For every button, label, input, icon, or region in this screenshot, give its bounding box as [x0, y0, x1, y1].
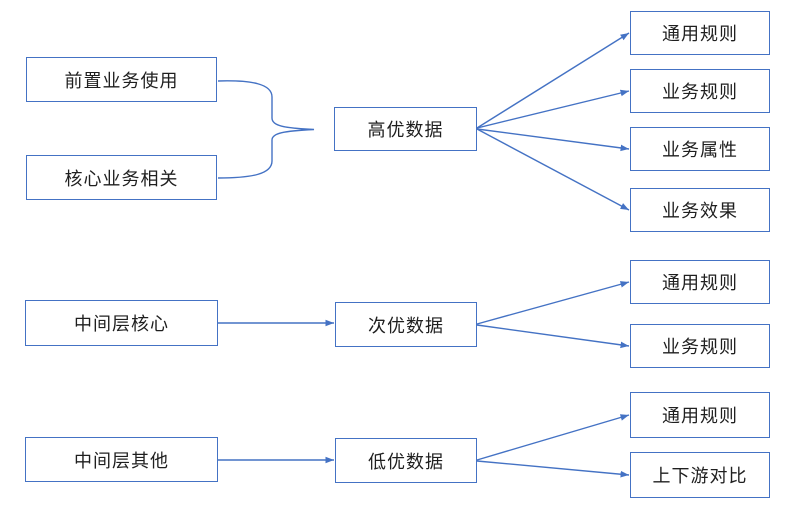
target-node: 上下游对比 — [630, 452, 770, 498]
arrow-connector — [476, 128, 630, 152]
target-node: 业务规则 — [630, 324, 770, 368]
hub-node: 高优数据 — [334, 107, 477, 151]
target-node: 业务属性 — [630, 127, 770, 171]
target-node: 业务效果 — [630, 188, 770, 232]
arrow-connector — [476, 414, 630, 461]
target-node: 业务规则 — [630, 69, 770, 113]
target-node: 通用规则 — [630, 11, 770, 55]
source-node: 核心业务相关 — [26, 155, 217, 200]
arrow-connector — [476, 281, 630, 325]
arrow-connector — [476, 89, 630, 129]
source-node: 中间层核心 — [25, 300, 218, 346]
arrow-connector — [476, 324, 630, 349]
arrow-connector — [476, 128, 630, 211]
arrow-connector — [476, 32, 630, 129]
arrow-connector — [476, 460, 630, 478]
hub-node: 低优数据 — [335, 438, 477, 483]
brace-connector — [217, 80, 315, 179]
target-node: 通用规则 — [630, 260, 770, 304]
hub-node: 次优数据 — [335, 302, 477, 347]
source-node: 前置业务使用 — [26, 57, 217, 102]
source-node: 中间层其他 — [25, 437, 218, 482]
target-node: 通用规则 — [630, 392, 770, 438]
